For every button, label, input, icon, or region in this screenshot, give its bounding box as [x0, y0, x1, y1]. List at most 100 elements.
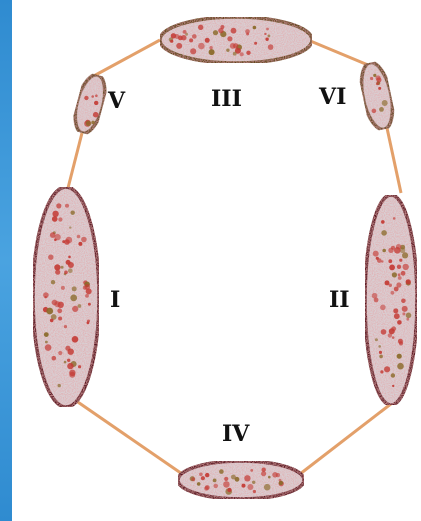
particle-dot	[244, 475, 250, 481]
particle-dot	[209, 49, 215, 55]
particle-dot	[78, 365, 81, 368]
particle-dot	[45, 296, 47, 298]
particle-dot	[88, 303, 91, 306]
particle-dot	[391, 291, 395, 295]
particle-dot	[380, 305, 386, 311]
particle-dot	[261, 471, 266, 476]
particle-dot	[197, 482, 201, 486]
particle-dot	[81, 237, 87, 243]
particle-dot	[56, 203, 61, 208]
particle-dot	[201, 476, 205, 480]
particle-dot	[265, 38, 268, 41]
particle-dot	[242, 484, 246, 488]
particle-dot	[240, 52, 244, 56]
particle-dot	[77, 235, 81, 239]
particle-dot	[381, 329, 387, 335]
particle-dot	[205, 38, 210, 43]
particle-dot	[391, 326, 396, 331]
cluster-vi-ellipse	[356, 60, 398, 132]
particle-dot	[406, 313, 412, 319]
particle-dot	[394, 287, 399, 292]
particle-dot	[205, 473, 209, 477]
particle-dot	[78, 304, 82, 308]
particle-dot	[403, 264, 409, 270]
particle-dot	[86, 121, 92, 127]
particle-dot	[372, 109, 377, 114]
particle-dot	[264, 484, 271, 491]
particle-dot	[191, 477, 195, 481]
particle-dot	[401, 299, 406, 304]
particle-dot	[268, 35, 271, 38]
particle-dot	[64, 325, 67, 328]
label-iii: III	[211, 86, 242, 112]
particle-dot	[279, 481, 283, 485]
particle-dot	[227, 488, 231, 492]
cluster-ii	[365, 195, 417, 405]
particle-dot	[189, 38, 193, 42]
particle-dot	[62, 240, 65, 243]
particle-dot	[83, 286, 87, 290]
particle-dot	[402, 306, 408, 312]
cluster-iv	[178, 461, 304, 499]
particle-dot	[392, 272, 397, 277]
particle-dot	[95, 94, 98, 97]
particle-dot	[54, 239, 57, 242]
particle-dot	[170, 40, 173, 43]
particle-dot	[204, 486, 209, 491]
particle-dot	[253, 490, 256, 493]
particle-dot	[68, 256, 71, 259]
particle-dot	[87, 320, 90, 323]
cluster-i-ellipse	[33, 187, 99, 407]
particle-dot	[190, 48, 196, 54]
particle-dot	[380, 370, 383, 373]
particle-dot	[72, 306, 78, 312]
particle-dot	[44, 332, 49, 337]
particle-dot	[389, 265, 395, 271]
particle-dot	[381, 260, 383, 262]
particle-dot	[91, 121, 95, 125]
label-iv: IV	[222, 421, 250, 447]
particle-dot	[192, 34, 197, 39]
particle-dot	[46, 308, 53, 315]
particle-dot	[48, 255, 53, 260]
particle-dot	[78, 242, 82, 246]
particle-dot	[399, 259, 402, 262]
cluster-v-ellipse	[70, 72, 111, 137]
particle-dot	[398, 339, 403, 344]
edge-vi-ii	[387, 128, 401, 193]
particle-dot	[52, 216, 58, 222]
particle-dot	[385, 280, 390, 285]
particle-dot	[402, 312, 405, 315]
particle-dot	[245, 29, 250, 34]
particle-dot	[382, 100, 388, 106]
particle-dot	[231, 475, 236, 480]
particle-dot	[370, 77, 373, 80]
particle-dot	[376, 77, 381, 82]
particle-dot	[378, 345, 381, 348]
particle-dot	[213, 484, 218, 489]
particle-dot	[394, 247, 401, 254]
edge-v-i	[68, 133, 82, 188]
particle-dot	[94, 101, 98, 105]
particle-dot	[64, 361, 67, 364]
particle-dot	[70, 295, 77, 302]
label-ii: II	[329, 287, 350, 313]
cluster-i	[33, 187, 99, 407]
particle-dot	[65, 346, 70, 351]
particle-dot	[381, 230, 387, 236]
particle-dot	[72, 336, 79, 343]
label-i: I	[110, 287, 120, 313]
particle-dot	[391, 373, 395, 377]
particle-dot	[69, 226, 71, 228]
particle-dot	[199, 473, 203, 477]
edge-iii-vi	[308, 40, 368, 65]
particle-dot	[58, 217, 62, 221]
particle-dot	[381, 220, 385, 224]
particle-dot	[379, 351, 382, 354]
particle-dot	[171, 33, 176, 38]
particle-dot	[379, 355, 383, 359]
edge-i-iv	[72, 398, 188, 478]
particle-dot	[382, 249, 386, 253]
particle-dot	[52, 211, 58, 217]
